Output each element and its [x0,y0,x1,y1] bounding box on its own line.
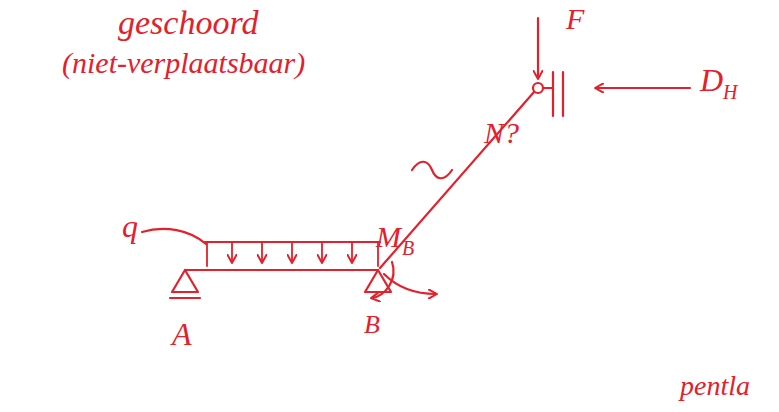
note-text: (niet-verplaatsbaar) [62,48,305,78]
support-label: B [364,312,380,338]
load-arrows [207,242,378,266]
note-text: pentla [680,372,750,400]
force-label: N? [484,118,519,148]
support-a [172,270,198,292]
force-arrow [596,87,690,89]
force-label: D [700,64,723,96]
subscript-label: B [402,238,414,258]
force-arrow [384,274,436,294]
beam [185,269,378,271]
leader-line [142,229,206,244]
moment-label: M [376,222,401,252]
note-text: geschoord [118,6,258,40]
subscript-label: H [723,82,737,102]
guide-line [562,72,564,116]
force-label: F [566,4,584,34]
leader-squiggle [412,162,452,179]
force-arrow [537,18,539,78]
load-label: q [122,210,138,242]
support-label: A [172,318,192,350]
roller-line [170,297,200,299]
hinge-link [543,87,553,89]
guide-line [552,72,554,116]
hinge [533,83,543,93]
pendulum-bar [380,92,534,268]
